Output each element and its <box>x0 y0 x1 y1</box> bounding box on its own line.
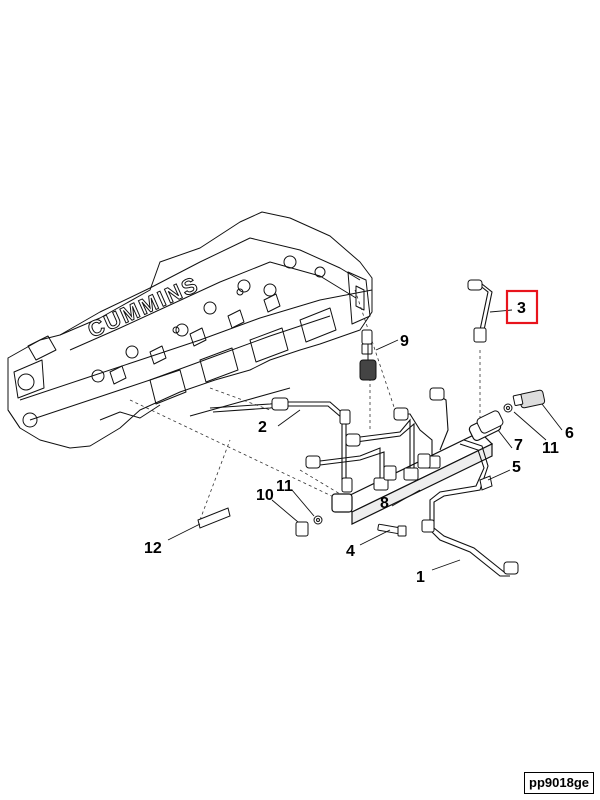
callout-11-right: 11 <box>542 440 559 457</box>
callout-3: 3 <box>517 300 526 317</box>
callout-7: 7 <box>514 437 523 454</box>
callout-5: 5 <box>512 459 521 476</box>
callout-10: 10 <box>256 487 274 504</box>
figure-reference-code: pp9018ge <box>524 772 594 794</box>
callout-6: 6 <box>565 425 574 442</box>
callout-1: 1 <box>416 569 425 586</box>
callout-11-left: 11 <box>276 478 293 495</box>
callout-3-highlight-box <box>505 289 539 325</box>
callout-2: 2 <box>258 419 267 436</box>
callout-12: 12 <box>144 540 162 557</box>
callout-8: 8 <box>380 495 389 512</box>
callout-leaders <box>167 309 563 571</box>
callout-labels: 1 2 3 4 5 6 7 8 9 10 11 11 12 <box>144 289 574 586</box>
engine-head-drawing <box>7 211 373 449</box>
engine-brand-lettering: CUMMINS <box>84 271 203 342</box>
callout-9: 9 <box>400 333 409 350</box>
fittings <box>197 279 546 575</box>
callout-4: 4 <box>346 543 355 560</box>
